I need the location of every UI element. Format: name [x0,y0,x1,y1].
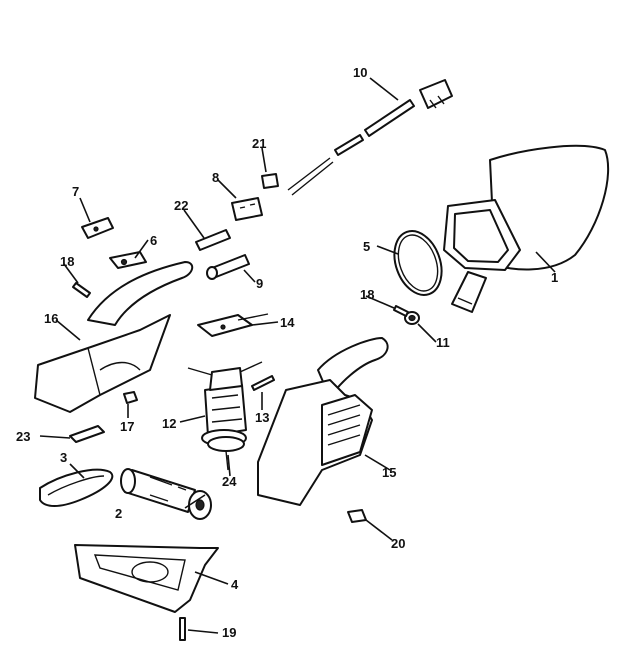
base-plate [74,544,219,613]
callout-18-left: 18 [60,254,74,269]
callout-12: 12 [162,416,176,431]
screw-13 [251,375,275,391]
rear-housing [34,261,194,413]
nut [123,391,138,404]
grommet [404,311,420,325]
screw-18-right [393,305,409,317]
screw-19 [179,617,186,641]
callout-3: 3 [60,450,67,465]
screw-18-left [72,282,91,298]
callout-6: 6 [150,233,157,248]
callout-15: 15 [382,465,396,480]
brush-roll [120,468,212,520]
fuse [195,229,231,251]
callout-8: 8 [212,170,219,185]
switch-bracket [109,251,147,269]
callout-5: 5 [363,239,370,254]
callout-10: 10 [353,65,367,80]
drive-belt [39,468,114,507]
callout-22: 22 [174,198,188,213]
front-housing [257,337,389,506]
callout-21: 21 [252,136,266,151]
callout-16: 16 [44,311,58,326]
callout-9: 9 [256,276,263,291]
dust-bag [443,144,610,313]
callout-18-right: 18 [360,287,374,302]
callout-19: 19 [222,625,236,640]
callout-17: 17 [120,419,134,434]
callout-23: 23 [16,429,30,444]
callout-1: 1 [551,270,558,285]
callout-14: 14 [280,315,295,330]
filter-pad [69,425,105,443]
callout-20: 20 [391,536,405,551]
clip [347,509,367,523]
power-cord [287,79,453,196]
fan [207,436,245,471]
callout-13: 13 [255,410,269,425]
callout-2: 2 [115,506,122,521]
connector [261,173,279,189]
callout-4: 4 [231,577,239,592]
axle-pin [206,254,250,280]
callout-11: 11 [436,335,450,350]
callout-7: 7 [72,184,79,199]
callout-24: 24 [222,474,237,489]
leader-lines [39,77,556,634]
callout-labels: 1 2 3 4 5 6 7 8 9 10 11 12 13 14 15 16 1… [16,65,558,640]
motor [187,361,263,447]
switch [231,197,263,221]
